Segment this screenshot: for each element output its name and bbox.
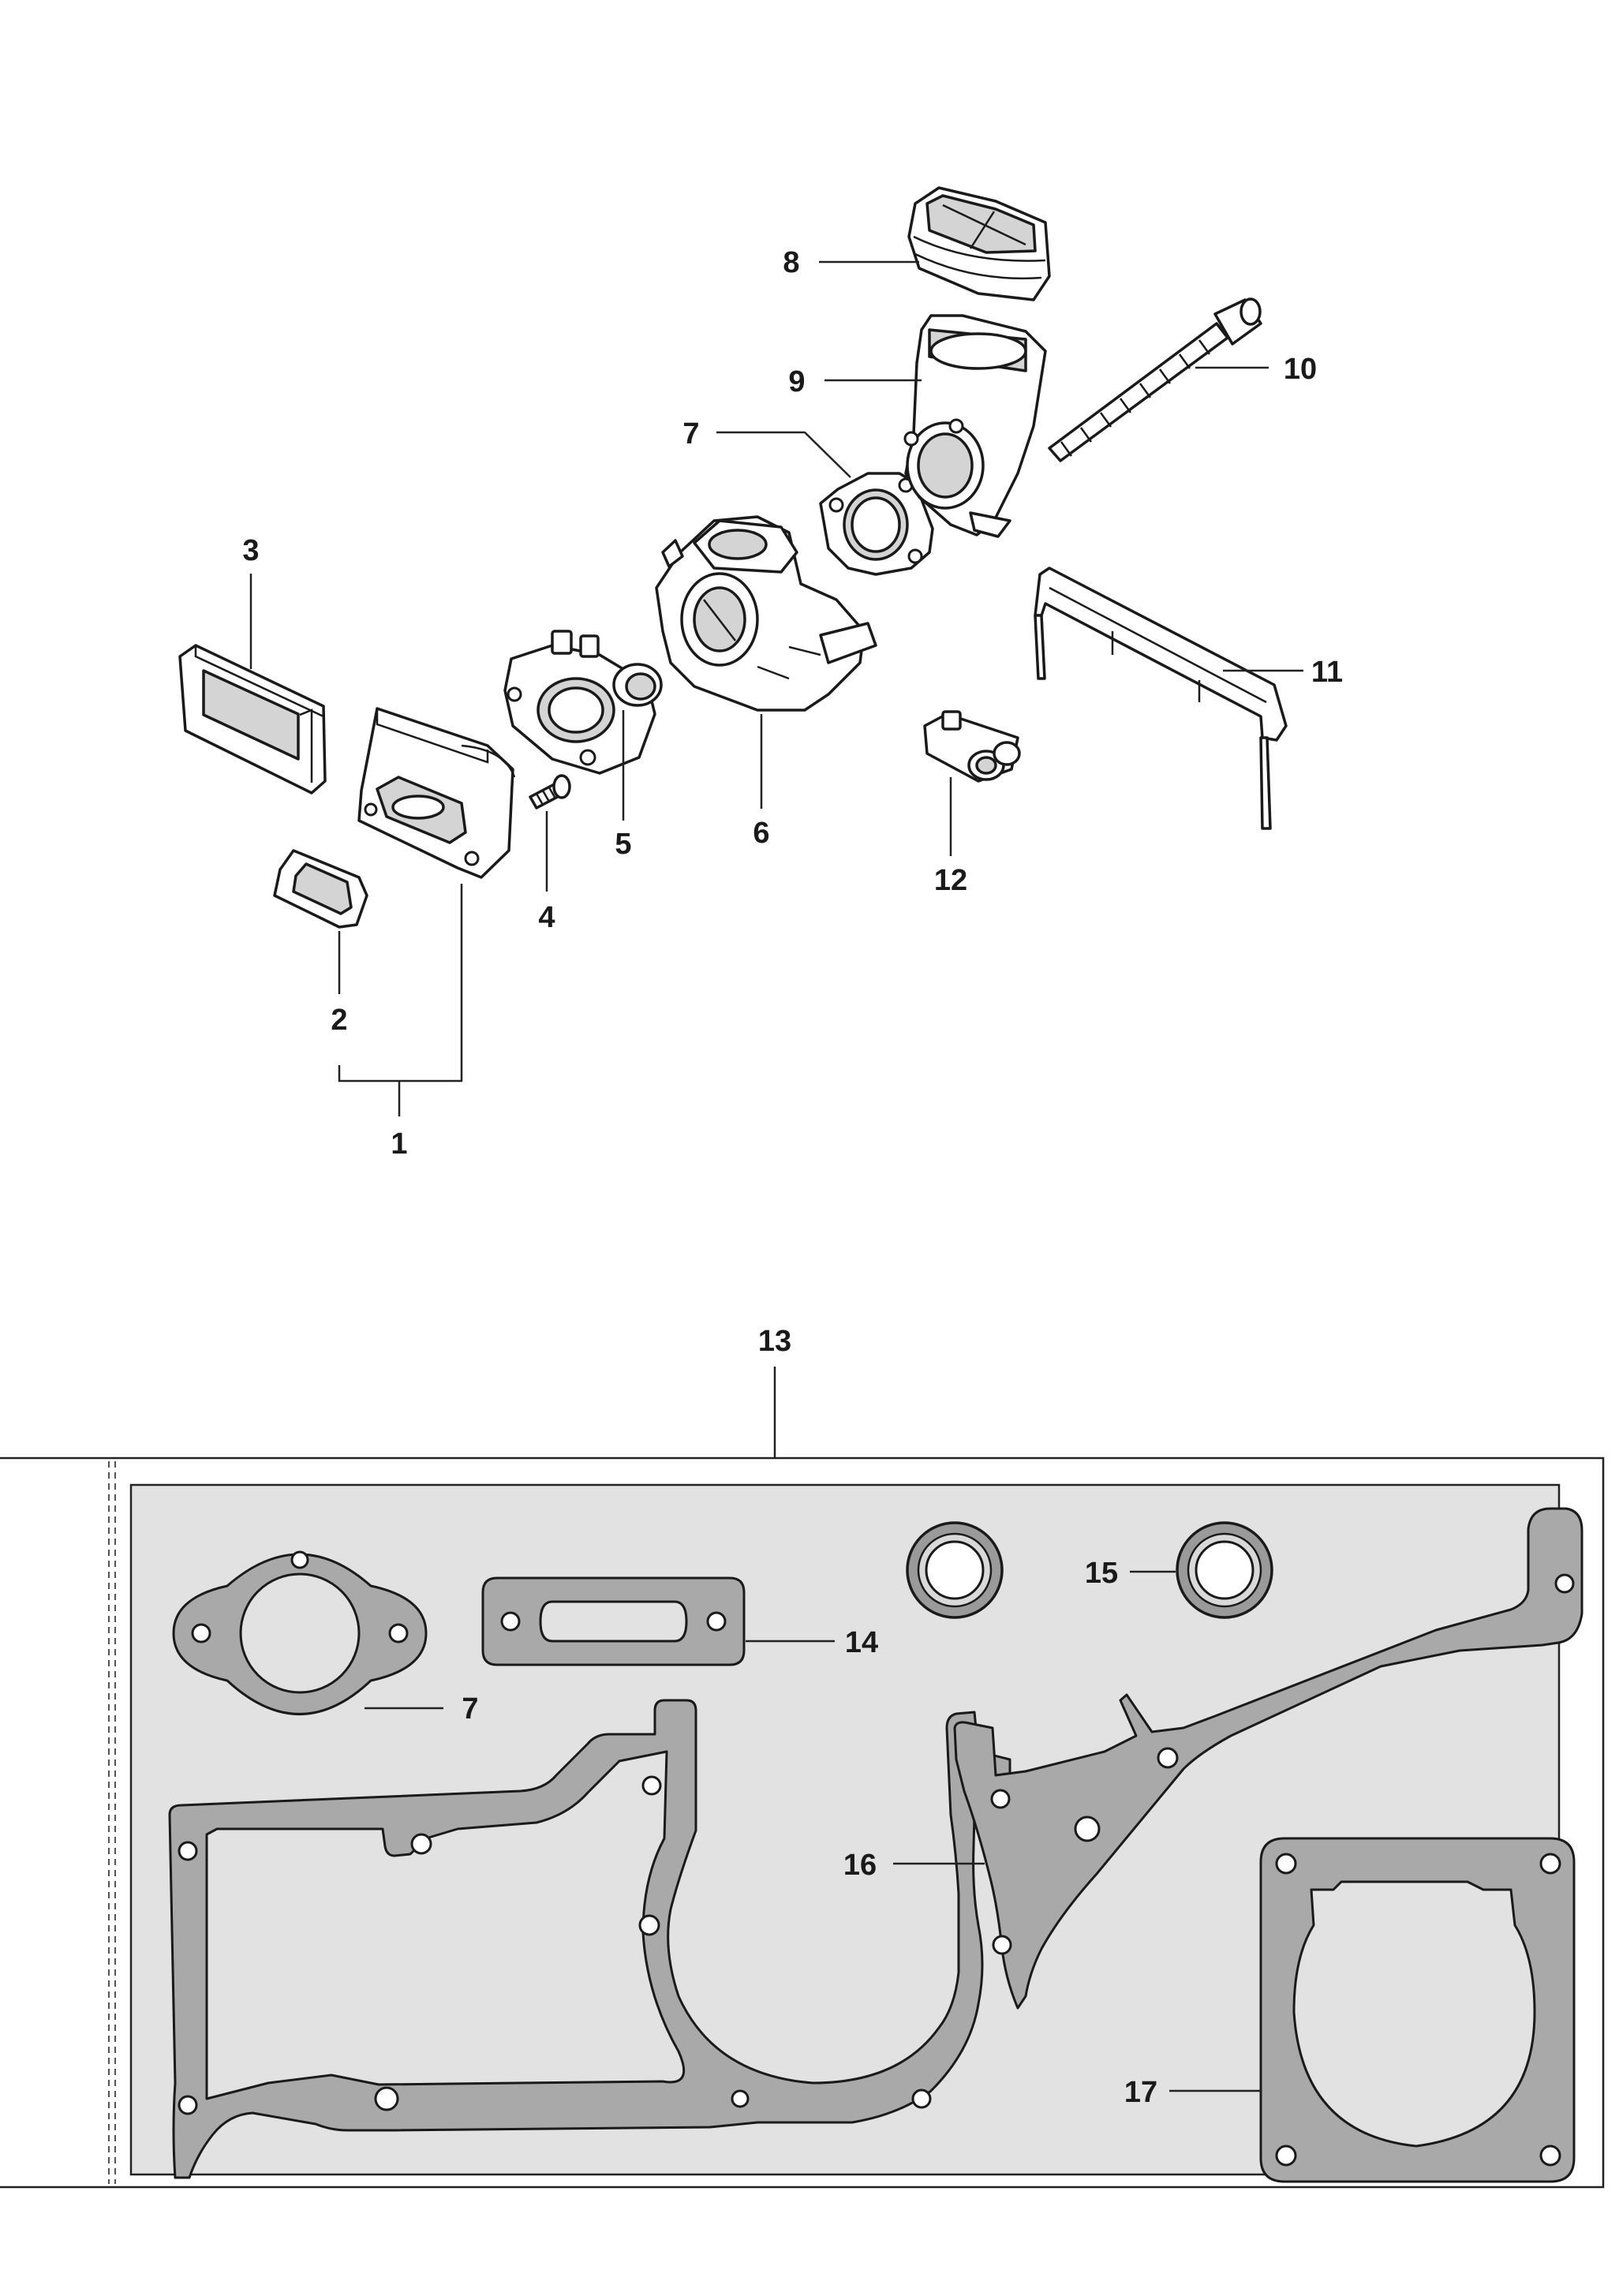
callout-6: 6 xyxy=(753,817,769,850)
kit-part-14-muffler-gasket xyxy=(481,1576,746,1666)
callout-15: 15 xyxy=(1085,1557,1118,1590)
callout-4: 4 xyxy=(538,901,555,934)
callout-11: 11 xyxy=(1311,656,1343,689)
callout-5: 5 xyxy=(615,828,631,861)
part-10-bolt xyxy=(1048,297,1262,462)
callout-10: 10 xyxy=(1284,353,1317,386)
callout-7-upper: 7 xyxy=(682,417,699,451)
part-12-bushing xyxy=(923,710,1021,783)
kit-leader-lines xyxy=(365,1570,1261,2092)
part-5-insulator xyxy=(503,630,663,775)
part-1-intake-adapter xyxy=(357,707,516,879)
kit-part-16-crankcase-gasket-left xyxy=(168,1699,1011,2179)
callout-12: 12 xyxy=(934,864,967,897)
callout-7-kit: 7 xyxy=(462,1692,478,1726)
callout-2: 2 xyxy=(331,1004,347,1037)
part-9-intake-housing xyxy=(903,314,1047,538)
kit-part-15-seal-ring xyxy=(1176,1521,1273,1619)
callout-17: 17 xyxy=(1124,2076,1157,2109)
kit-part-17-cylinder-gasket xyxy=(1259,1837,1576,2183)
part-4-screw xyxy=(529,774,571,810)
callout-16: 16 xyxy=(843,1849,877,1882)
part-2-reed-gasket xyxy=(273,849,368,929)
upper-leader-lines xyxy=(249,260,1303,1116)
callout-1: 1 xyxy=(391,1127,407,1161)
callout-14: 14 xyxy=(845,1626,878,1659)
callout-8: 8 xyxy=(783,246,799,279)
callout-3: 3 xyxy=(242,534,259,567)
kit-part-16-crankcase-gasket-right xyxy=(953,1507,1583,2010)
kit-part-7-flange-gasket xyxy=(172,1550,428,1715)
part-8-filter-bellows xyxy=(907,186,1051,301)
part-11-handle-rod xyxy=(1034,567,1288,830)
callout-13: 13 xyxy=(758,1325,791,1358)
kit-seal-ring-1 xyxy=(906,1521,1004,1619)
part-7-gasket-upper xyxy=(819,472,934,576)
part-6-carburetor xyxy=(655,515,877,712)
part-3-filter-frame xyxy=(178,644,327,795)
callout-9: 9 xyxy=(788,365,805,398)
